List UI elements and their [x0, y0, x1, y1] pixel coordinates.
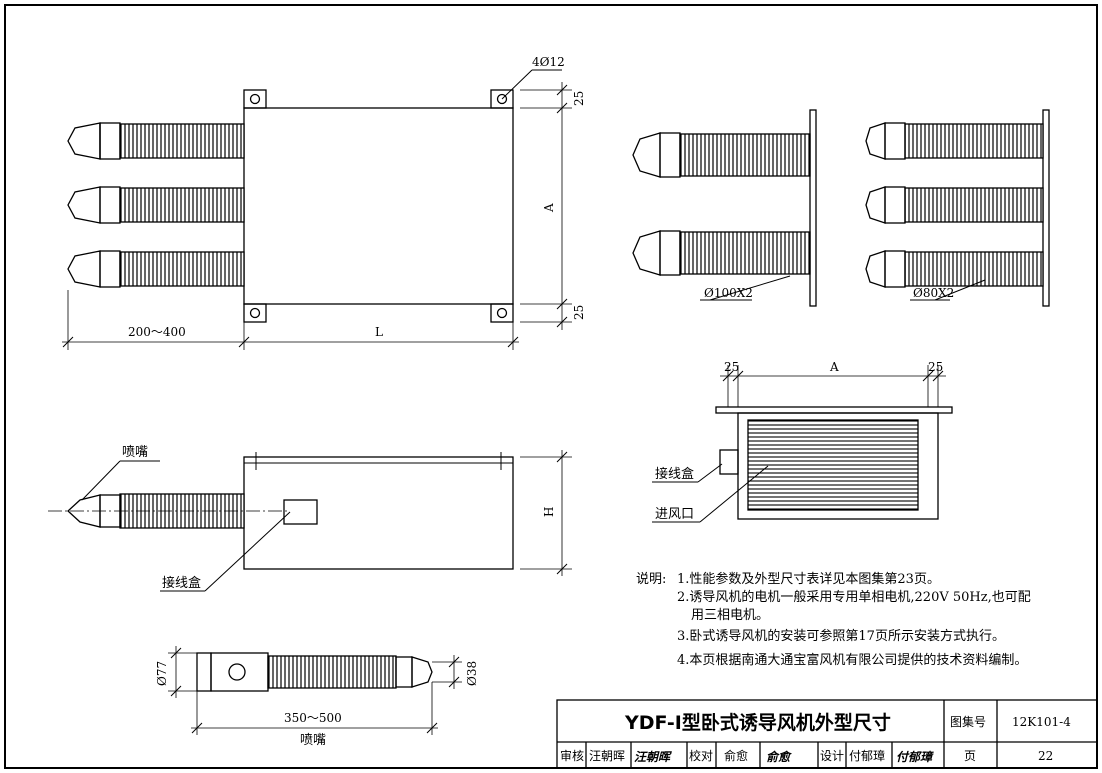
- nozzle-assembly: [865, 122, 1044, 160]
- junction-box-label: 接线盒: [655, 466, 694, 482]
- mounting-tab: [243, 89, 267, 109]
- drawing-title: YDF-I型卧式诱导风机外型尺寸: [624, 711, 891, 734]
- mounting-hole: [496, 93, 508, 105]
- note-line-5: 4.本页根据南通大通宝富风机有限公司提供的技术资料编制。: [677, 652, 1027, 668]
- nozzle-assembly: [865, 186, 1044, 224]
- designer-signature: 付郁璋: [896, 750, 934, 764]
- title-block: [556, 699, 1098, 769]
- diam-80-label: Ø80X2: [913, 286, 954, 300]
- junction-box: [719, 449, 739, 475]
- dim-d38: Ø38: [465, 661, 479, 686]
- atlas-number: 12K101-4: [1012, 715, 1071, 729]
- note-line-3: 用三相电机。: [691, 608, 769, 623]
- dim-350-500: 350～500: [284, 711, 342, 725]
- design-label: 设计: [820, 749, 844, 763]
- dim-nozzle-range: 200～400: [128, 325, 186, 339]
- notes-prefix: 说明:: [636, 572, 666, 587]
- air-inlet-grille: [747, 419, 919, 511]
- side-view: [48, 450, 572, 592]
- dim-d77: Ø77: [155, 661, 169, 686]
- end-view-80: [865, 109, 1050, 307]
- nozzle-bottom-label: 喷嘴: [300, 733, 326, 748]
- mounting-plate: [809, 109, 817, 307]
- reviewer-signature: 汪朝晖: [634, 750, 672, 764]
- atlas-label: 图集号: [950, 714, 986, 729]
- back-flange: [715, 406, 953, 414]
- page-number: 22: [1038, 749, 1053, 763]
- nozzle-assembly: [865, 250, 1044, 288]
- mounting-tab: [490, 303, 514, 323]
- nozzle-assembly: [67, 122, 245, 160]
- checker-signature: 俞愈: [766, 750, 792, 764]
- note-line-2: 2.诱导风机的电机一般采用专用单相电机,220V 50Hz,也可配: [677, 589, 1031, 605]
- junction-box-label: 接线盒: [162, 575, 201, 591]
- plan-view: [62, 69, 572, 350]
- sheet-border: [4, 4, 1098, 769]
- dim-L: L: [375, 325, 383, 339]
- page-label: 页: [964, 749, 976, 763]
- mounting-hole: [496, 307, 508, 319]
- check-label: 校对: [689, 748, 713, 763]
- mounting-hole: [249, 93, 261, 105]
- end-view-100: [632, 109, 817, 307]
- nozzle-assembly: [632, 132, 811, 178]
- checker-name: 俞愈: [724, 748, 748, 763]
- nozzle-detail: [168, 646, 462, 735]
- dim-H: H: [542, 507, 556, 517]
- mounting-hole: [249, 307, 261, 319]
- nozzle-assembly: [67, 186, 245, 224]
- back-view: [652, 365, 953, 523]
- nozzle-assembly: [632, 230, 811, 276]
- review-label: 审核: [560, 748, 584, 763]
- air-inlet-label: 进风口: [655, 507, 694, 522]
- mounting-tab: [490, 89, 514, 109]
- mounting-plate: [1042, 109, 1050, 307]
- mounting-tab: [243, 303, 267, 323]
- note-line-1: 1.性能参数及外型尺寸表详见本图集第23页。: [677, 571, 940, 587]
- dim-25-right: 25: [928, 360, 943, 374]
- diam-100-label: Ø100X2: [704, 286, 753, 300]
- fan-body: [243, 107, 514, 305]
- designer-name: 付郁璋: [849, 748, 885, 763]
- nozzle-assembly: [67, 250, 245, 288]
- nozzle-side-label: 喷嘴: [122, 445, 148, 460]
- junction-box: [283, 499, 318, 525]
- dim-top-margin: 25: [572, 91, 586, 106]
- dim-A-top: A: [829, 360, 839, 374]
- dim-bottom-margin: 25: [572, 305, 586, 320]
- reviewer-name: 汪朝晖: [589, 749, 625, 763]
- note-line-4: 3.卧式诱导风机的安装可参照第17页所示安装方式执行。: [677, 628, 1005, 644]
- dim-A-side: A: [542, 203, 556, 213]
- dim-25-left: 25: [724, 360, 739, 374]
- hole-spec-label: 4Ø12: [532, 55, 565, 69]
